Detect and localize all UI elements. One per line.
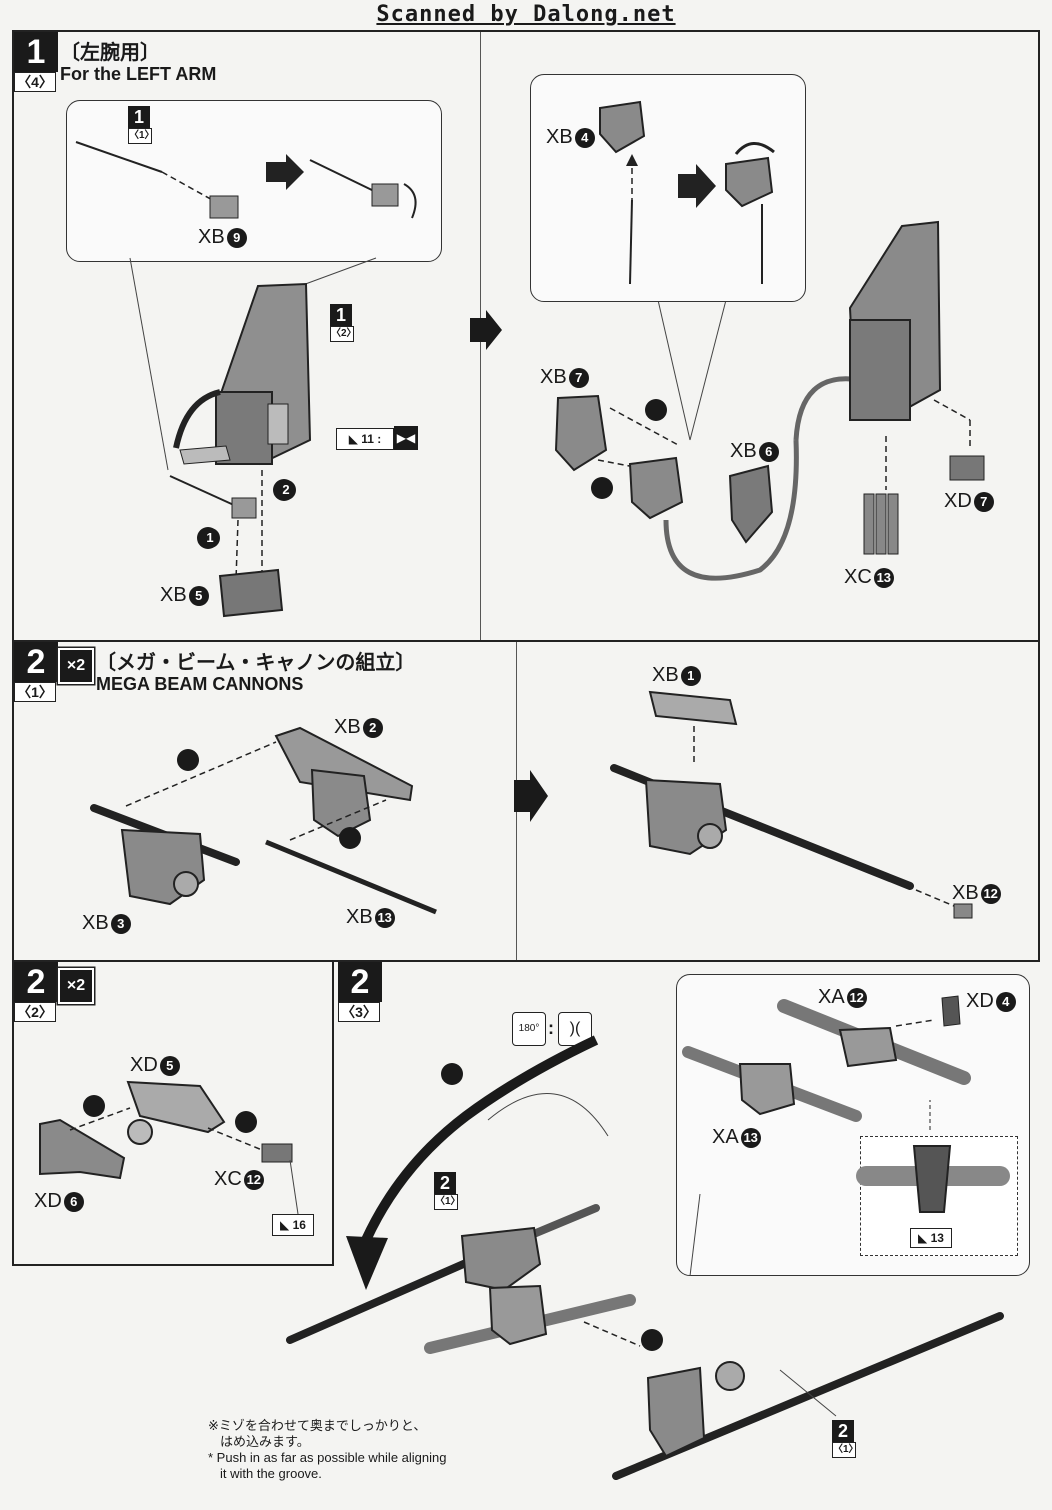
- note-jp-line1: ※ミゾを合わせて奥までしっかりと、: [208, 1418, 427, 1433]
- step1-title-en: For the LEFT ARM: [60, 64, 217, 84]
- step2b-sticker: ◣ 16: [272, 1214, 314, 1236]
- step2c-sticker: ◣ 13: [910, 1228, 952, 1248]
- step2a-multiplier: ×2: [58, 648, 94, 684]
- step2c-ref-a-number: 2: [434, 1172, 456, 1194]
- step2a-title-jp: 〔メガ・ビーム・キャノンの組立〕: [96, 652, 416, 674]
- step2a-panel: [12, 640, 1040, 962]
- step1-ref1-number: 1: [128, 106, 150, 128]
- step2b-panel: [12, 960, 334, 1266]
- step1-sub: 〈4〉: [14, 72, 56, 92]
- step2b-sub: 〈2〉: [14, 1002, 56, 1022]
- step1-ref2-sub: 〈2〉: [330, 326, 357, 342]
- step2c-ref-b-number: 2: [832, 1420, 854, 1442]
- symmetry-icon: ▶◀: [394, 426, 418, 450]
- step2c-ref-b-sub: 〈1〉: [832, 1442, 859, 1458]
- step2a-number: 2: [14, 642, 58, 682]
- step1-order-1: 1: [200, 528, 220, 548]
- step1-inset-right-drawing: [599, 100, 775, 285]
- step2c-note: ※ミゾを合わせて奥までしっかりと、 はめ込みます。 * Push in as f…: [208, 1418, 508, 1482]
- step2b-multiplier: ×2: [58, 968, 94, 1004]
- step2b-number: 2: [14, 962, 58, 1002]
- step1-next-arrow: [470, 310, 502, 350]
- note-en-line2: it with the groove.: [220, 1466, 322, 1481]
- rotate-180-icon: 180°: [512, 1012, 546, 1046]
- rotate-separator: :: [548, 1018, 554, 1038]
- note-en-line1: * Push in as far as possible while align…: [208, 1450, 447, 1465]
- step1-ref2-number: 1: [330, 304, 352, 326]
- step2a-title-en: MEGA BEAM CANNONS: [96, 674, 304, 694]
- step1-sticker: ◣ 11 :: [336, 428, 394, 450]
- step1-order-2: 2: [276, 480, 296, 500]
- step1-ref1-sub: 〈1〉: [128, 128, 155, 144]
- step2c-number: 2: [338, 962, 382, 1002]
- scan-credit: Scanned by Dalong.net: [376, 2, 676, 27]
- note-jp-line2: はめ込みます。: [220, 1434, 310, 1449]
- step1-number: 1: [14, 32, 58, 72]
- step1-title-jp: 〔左腕用〕: [60, 42, 160, 64]
- step1-inset-drawing: [75, 141, 417, 219]
- step2a-sub: 〈1〉: [14, 682, 56, 702]
- step2c-sub: 〈3〉: [338, 1002, 380, 1022]
- step2c-ref-a-sub: 〈1〉: [434, 1194, 461, 1210]
- step1-right-assembly: [554, 220, 985, 581]
